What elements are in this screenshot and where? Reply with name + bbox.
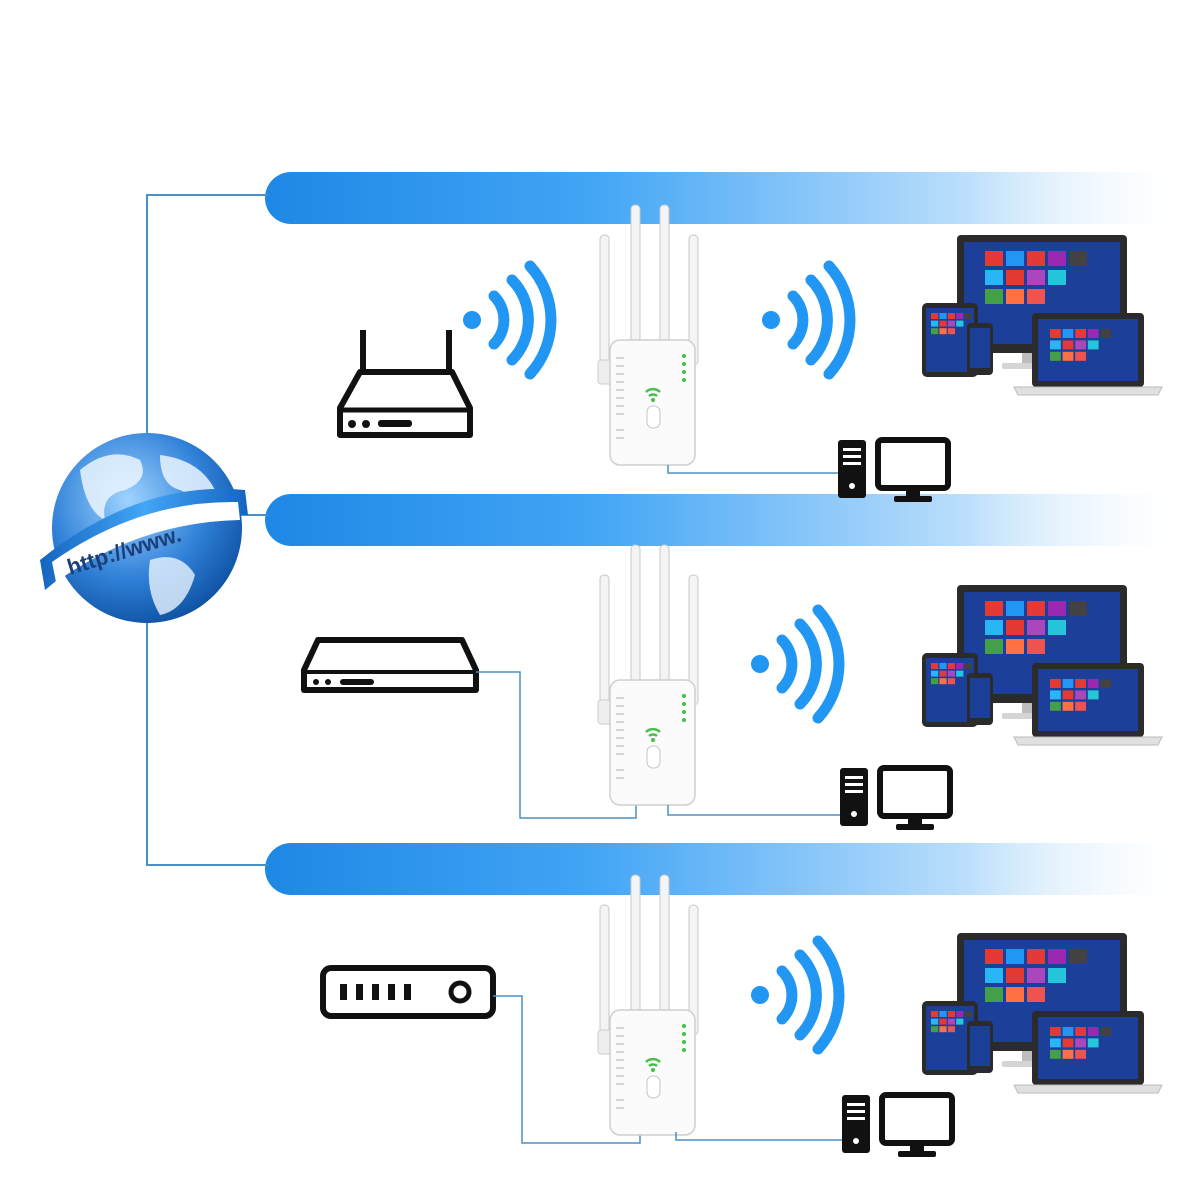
wifi-signal-icon [762, 266, 850, 374]
wireless-router-icon [337, 330, 473, 438]
backbone-bar-3 [265, 843, 1200, 895]
wifi-signal-icon [463, 266, 551, 374]
wifi-extender-icon [596, 543, 700, 807]
client-devices-icon [922, 585, 1162, 745]
client-devices-icon [922, 933, 1162, 1093]
wifi-extender-icon [596, 873, 700, 1137]
backbone-bar-2 [265, 494, 1200, 546]
wifi-signal-icon [751, 610, 839, 718]
wifi-extender-icon [596, 203, 700, 467]
client-devices-icon [922, 235, 1162, 395]
ethernet-cable [667, 805, 840, 816]
wifi-signal-icon [751, 941, 839, 1049]
modem-icon [320, 965, 496, 1019]
desktop-pc-icon [838, 440, 948, 502]
backbone-bar-1 [265, 172, 1200, 224]
ethernet-cable [476, 671, 637, 819]
ethernet-cable [675, 1132, 842, 1141]
network-switch-icon [301, 637, 479, 693]
ethernet-cable [493, 995, 641, 1144]
ethernet-cable [667, 465, 838, 474]
desktop-pc-icon [842, 1095, 952, 1157]
globe-icon [40, 433, 248, 623]
desktop-pc-icon [840, 768, 950, 830]
